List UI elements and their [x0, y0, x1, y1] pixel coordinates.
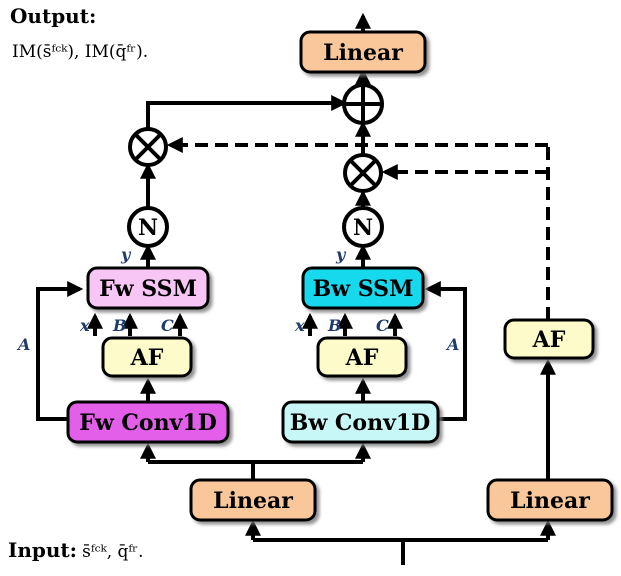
a-fw-label: A	[16, 335, 30, 354]
linear-bottom-left-label: Linear	[213, 488, 293, 514]
linear-top-box: Linear	[299, 30, 427, 74]
a-bw-label: A	[445, 335, 459, 354]
fw-conv-label: Fw Conv1D	[79, 410, 217, 436]
c-bw-label: C	[376, 316, 389, 335]
norm-bw-label: N	[353, 215, 373, 241]
add-node	[342, 83, 384, 125]
af-right-box: AF	[503, 318, 595, 360]
b-bw-label: B	[327, 316, 342, 335]
connections	[36, 12, 556, 565]
fw-ssm-box: Fw SSM	[86, 266, 210, 310]
input-label: Input:	[8, 538, 78, 562]
bw-a-bypass	[424, 281, 467, 421]
bw-conv-label: Bw Conv1D	[290, 410, 431, 436]
bw-conv-box: Bw Conv1D	[281, 400, 440, 444]
linear-bottom-left-box: Linear	[189, 478, 317, 522]
output-formula: IM(s̄ᶠᶜᵏ), IM(q̄ᶠʳ).	[12, 42, 149, 62]
bw-ssm-box: Bw SSM	[301, 266, 425, 310]
linear-bottom-right-box: Linear	[486, 478, 614, 522]
c-fw-label: C	[161, 316, 174, 335]
af-bw-label: AF	[345, 345, 379, 371]
fw-conv-box: Fw Conv1D	[66, 400, 230, 444]
fw-mult-node	[128, 127, 168, 167]
fw-mult-to-add	[146, 95, 348, 128]
input-formula: s̄ᶠᶜᵏ, q̄ᶠʳ.	[82, 542, 144, 562]
norm-fw-node: N	[127, 206, 169, 248]
norm-fw-label: N	[138, 215, 158, 241]
fw-a-bypass	[36, 281, 84, 421]
x-bw-label: x	[294, 316, 305, 335]
af-fw-label: AF	[130, 345, 164, 371]
bw-ssm-label: Bw SSM	[313, 276, 414, 302]
norm-bw-node: N	[342, 206, 384, 248]
x-fw-label: x	[79, 316, 90, 335]
linear-top-label: Linear	[323, 40, 403, 66]
bw-mult-node	[343, 153, 383, 193]
output-title: Output:	[10, 4, 97, 28]
fw-ssm-label: Fw SSM	[99, 276, 197, 302]
y-fw-label: y	[120, 245, 132, 264]
af-fw-box: AF	[101, 336, 193, 378]
gating-dashed-lines	[166, 137, 550, 320]
y-bw-label: y	[335, 245, 347, 264]
linear-bottom-right-label: Linear	[510, 488, 590, 514]
af-bw-box: AF	[316, 336, 408, 378]
b-fw-label: B	[112, 316, 127, 335]
input-row: Input: s̄ᶠᶜᵏ, q̄ᶠʳ.	[8, 538, 143, 562]
af-right-label: AF	[532, 327, 566, 353]
